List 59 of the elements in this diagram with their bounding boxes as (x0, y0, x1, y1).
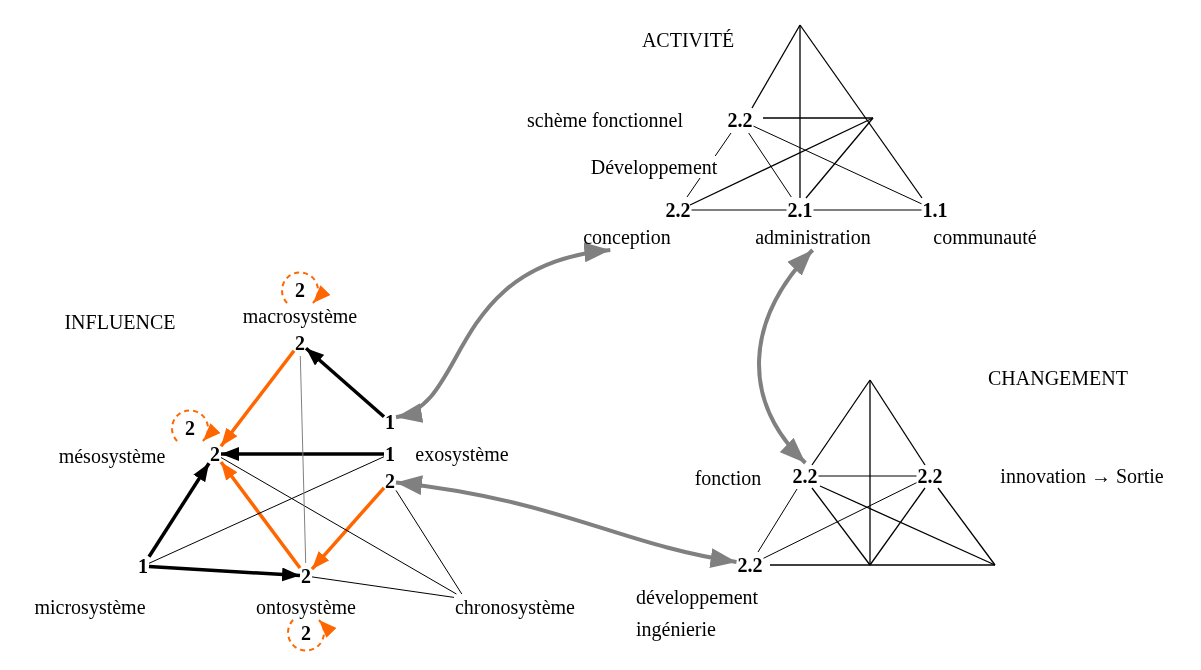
vertex-number: 2.1 (787, 198, 813, 222)
loop-arrow (281, 271, 330, 304)
arrow (310, 486, 386, 571)
connector-line (757, 488, 798, 553)
arrow (147, 462, 211, 558)
vertex-label: chronosystème (455, 595, 575, 619)
double-arrow (757, 248, 815, 465)
connector-line (813, 209, 922, 211)
edge-label: Développement (589, 156, 719, 178)
arrow (219, 349, 296, 448)
connector-line (691, 209, 787, 211)
double-arrow (395, 475, 737, 568)
loop-label: 2 (294, 279, 306, 302)
loop-label: 2 (300, 621, 312, 644)
section-title: INFLUENCE (63, 311, 177, 333)
vertex-number: 1 (385, 442, 395, 466)
vertex-number: 2.2 (665, 198, 691, 222)
vertex-label: schème fonctionnel (526, 108, 684, 132)
connector-line (299, 355, 307, 564)
connector-line (818, 475, 917, 477)
vertex-label: exosystème (415, 442, 509, 466)
loop-arrow (287, 619, 336, 652)
loop-label: 2 (184, 417, 196, 440)
vertex-label: microsystème (34, 595, 146, 619)
vertex-number: 2 (210, 442, 220, 466)
connector-line (395, 489, 463, 595)
vertex-number: 1 (138, 554, 148, 578)
vertex-label: fonction (694, 466, 762, 490)
vertex-number: 1.1 (922, 198, 948, 222)
connector-line (311, 576, 455, 598)
vertex-number: 2.2 (737, 553, 763, 577)
vertex-label: mésosystème (58, 444, 166, 468)
vertex-number: 2 (295, 331, 305, 355)
vertex-label: conception (583, 225, 671, 249)
arrow (221, 447, 384, 461)
double-arrow (395, 244, 611, 420)
vertex-label: développement ingénierie (636, 585, 760, 643)
arrow (304, 347, 386, 418)
vertex-number: 2 (301, 564, 311, 588)
vertex-label: administration (755, 225, 871, 249)
connector-line (220, 457, 457, 595)
connector-line (763, 482, 917, 559)
connector-line (748, 132, 792, 198)
arrow (148, 564, 301, 582)
vertex-label: innovation → Sortie (1000, 464, 1164, 488)
vertex-number: 1 (385, 410, 395, 434)
section-title: CHANGEMENT (987, 367, 1129, 389)
vertex-number: 2.2 (727, 108, 753, 132)
vertex-label: macrosystème (242, 304, 358, 328)
section-title: ACTIVITÉ (640, 29, 736, 51)
connector-line (148, 456, 385, 564)
arrow (219, 460, 302, 570)
vertex-label: communauté (933, 225, 1037, 249)
vertex-label: ontosystème (256, 595, 356, 619)
loop-arrow (171, 409, 220, 442)
vertex-number: 2 (385, 469, 395, 493)
vertex-number: 2.2 (917, 464, 943, 488)
vertex-number: 2.2 (792, 464, 818, 488)
connector-line (753, 125, 922, 205)
